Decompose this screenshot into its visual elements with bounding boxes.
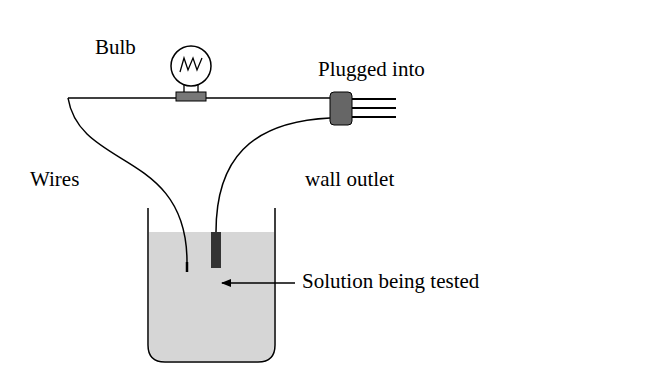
bulb-base [176,92,206,101]
wire [68,98,187,262]
solution [149,232,274,361]
part-label: wall outlet [305,168,394,191]
filament [180,58,202,72]
leader-arrow [222,282,295,284]
plug-body [330,92,352,125]
plug-prong [352,98,396,100]
part-label: Plugged into [318,58,425,81]
bulb-neck [184,84,198,92]
part-label: Wires [30,168,79,191]
plug-prong [352,107,396,109]
plug-prong [352,116,396,118]
electrode [211,232,221,268]
electrode [186,262,189,272]
part-label: Solution being tested [302,270,479,293]
part-label: Bulb [95,36,136,59]
bulb-glass [171,46,211,86]
beaker [148,208,275,362]
